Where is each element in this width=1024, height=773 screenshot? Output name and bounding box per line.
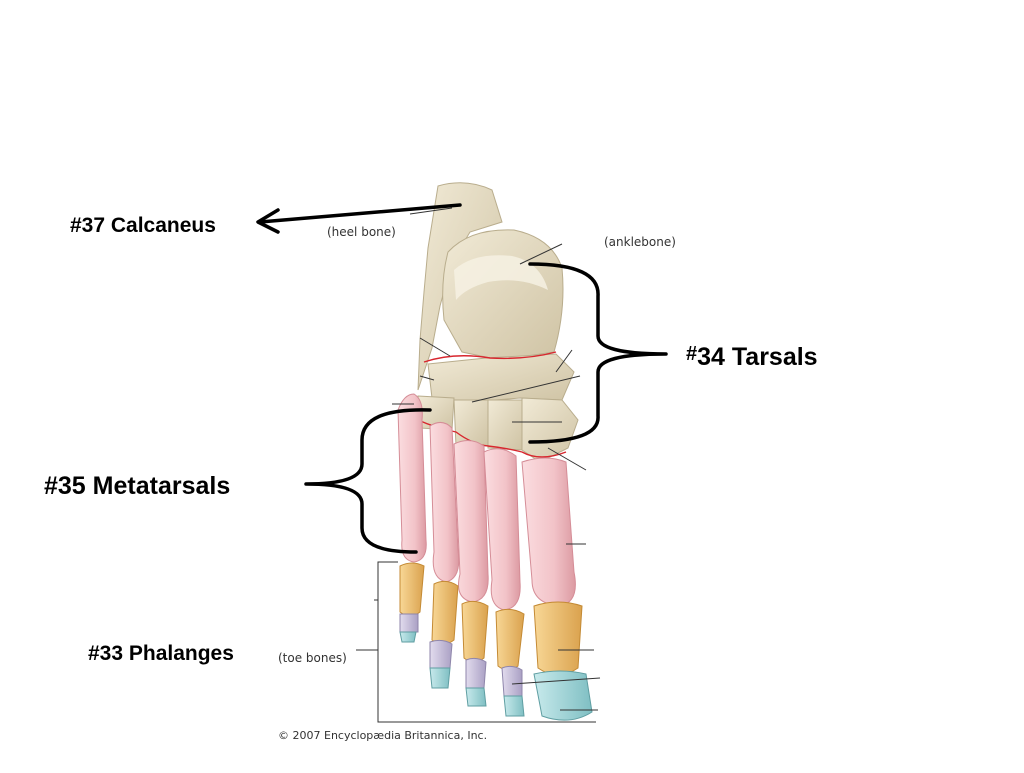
distal-phalanx-1 <box>533 670 593 721</box>
leader-cuneiform-d <box>547 447 587 471</box>
calcaneus-arrow-head <box>256 208 280 234</box>
middle-phalanx-5 <box>399 613 419 633</box>
proximal-phalanx-3 <box>461 600 489 663</box>
tarsal-bones <box>417 182 579 463</box>
intermediate-cuneiform-bone <box>453 399 489 447</box>
leader-cuboid <box>555 349 573 373</box>
proximal-phalanx-5 <box>399 562 425 617</box>
distal-phalanx-5 <box>399 631 417 643</box>
lateral-cuneiform-bone <box>487 399 523 451</box>
middle-phalanx-4 <box>429 639 453 669</box>
middle-phalanx-3 <box>465 657 487 689</box>
toe-bones-bracket <box>377 561 596 723</box>
transverse-tarsal-joint-line <box>423 351 557 363</box>
proximal-phalanx-4 <box>431 580 459 645</box>
distal-phalanges <box>399 631 593 721</box>
tarsals-label-hash: # <box>686 343 698 365</box>
tarsals-label: #34 Tarsals <box>686 343 818 372</box>
tarsals-brace <box>528 262 668 444</box>
middle-phalanges <box>399 613 523 697</box>
middle-phalanx-2 <box>501 665 523 697</box>
leader-talus <box>519 243 563 265</box>
calcaneus-arrow-line <box>258 203 462 224</box>
annotations <box>256 203 668 554</box>
calcaneus-label: #37 Calcaneus <box>70 214 216 237</box>
tarsals-label-text: 34 Tarsals <box>697 343 818 371</box>
anklebone-caption: (anklebone) <box>604 235 676 249</box>
distal-phalanx-4 <box>429 667 451 689</box>
distal-phalanx-2 <box>503 695 525 717</box>
leader-middle-2 <box>511 677 601 685</box>
metatarsal-5 <box>397 393 427 563</box>
metatarsal-3 <box>453 440 489 603</box>
leader-calcaneus <box>409 207 453 215</box>
calcaneus-bone <box>417 182 503 391</box>
metatarsal-4 <box>429 422 460 583</box>
toe-bones-caption: (toe bones) <box>278 651 347 665</box>
leader-cuneiform-b <box>419 375 435 381</box>
leader-cuneiform-a <box>471 375 581 403</box>
proximal-phalanx-1 <box>533 601 583 676</box>
metatarsals-brace <box>304 408 432 554</box>
copyright-caption: © 2007 Encyclopædia Britannica, Inc. <box>278 729 488 742</box>
heel-bone-caption: (heel bone) <box>327 225 396 239</box>
phalanges-label: #33 Phalanges <box>88 642 234 665</box>
leader-lines <box>356 207 601 723</box>
metatarsal-1 <box>521 457 576 607</box>
leader-navicular <box>419 337 451 357</box>
distal-phalanx-3 <box>465 687 487 707</box>
metatarsal-2 <box>483 448 521 611</box>
metatarsal-bones <box>397 393 576 611</box>
metatarsals-label: #35 Metatarsals <box>44 472 231 500</box>
talus-head-shadow <box>454 255 548 300</box>
proximal-phalanx-2 <box>495 608 525 671</box>
cuboid-bone <box>521 397 579 463</box>
